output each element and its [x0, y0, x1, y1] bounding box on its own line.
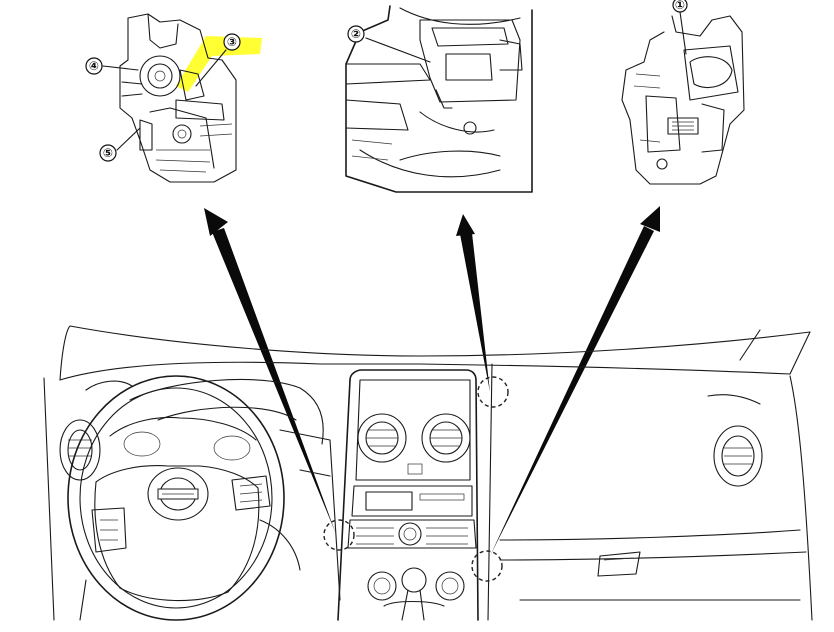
- steering-switches-right: [231, 475, 271, 511]
- steering-wheel: [67, 375, 301, 621]
- callout-3-label: ③: [227, 35, 237, 49]
- highlight-marker: [176, 36, 262, 92]
- location-marker-left: [323, 519, 355, 551]
- arrow-to-center-inset: [456, 214, 490, 392]
- callout-1: ①: [672, 0, 688, 13]
- nissan-logo-icon: [157, 477, 199, 511]
- location-marker-top: [477, 376, 509, 408]
- callout-2-label: ②: [351, 27, 361, 41]
- left-air-vent: [59, 419, 101, 481]
- callout-3: ③: [223, 33, 241, 51]
- steering-switches-left: [91, 507, 127, 553]
- dashboard-panel: [43, 325, 813, 621]
- callout-5: ⑤: [99, 144, 117, 162]
- arrow-to-left-inset: [204, 208, 336, 534]
- callout-5-label: ⑤: [103, 146, 113, 160]
- center-console: [337, 369, 479, 621]
- callout-1-label: ①: [675, 0, 685, 12]
- glovebox-handle: [597, 551, 641, 577]
- callout-4-label: ④: [89, 59, 99, 73]
- callout-2: ②: [347, 25, 365, 43]
- center-vent-left: [357, 413, 407, 463]
- right-air-vent: [713, 425, 763, 487]
- inset-right-actuator: ①: [621, 0, 745, 185]
- callout-4: ④: [85, 57, 103, 75]
- inset-center-module: ②: [345, 5, 533, 193]
- center-vent-right: [421, 413, 471, 463]
- inset-left-actuators: ③ ④ ⑤: [85, 13, 262, 183]
- arrow-to-right-inset: [490, 206, 660, 556]
- location-marker-bottom: [471, 550, 503, 582]
